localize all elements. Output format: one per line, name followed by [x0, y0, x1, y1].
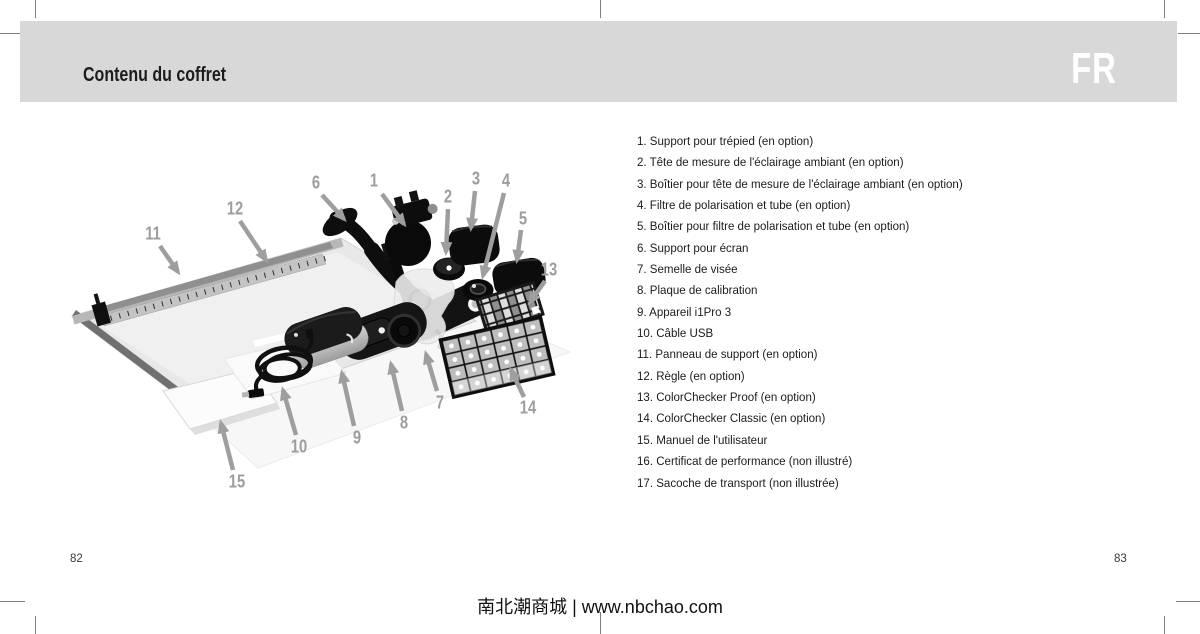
parts-list-item: 14. ColorChecker Classic (en option)	[637, 411, 826, 426]
callout-15: 15	[228, 471, 246, 492]
parts-list-item: 8. Plaque de calibration	[637, 283, 758, 298]
page-number-right: 83	[1114, 553, 1127, 565]
callout-14: 14	[519, 397, 537, 418]
parts-list-item: 5. Boîtier pour filtre de polarisation e…	[637, 219, 910, 234]
monitor-support-base	[405, 281, 493, 341]
section-header-bar: Contenu du coffret FR	[20, 21, 1177, 102]
callout-1: 1	[369, 170, 379, 191]
page-number-left: 82	[70, 553, 83, 565]
callout-10: 10	[290, 436, 308, 457]
item-13-colorchecker-proof	[475, 280, 545, 334]
crop-mark-bottom-right-h	[1176, 601, 1200, 602]
parts-list-item: 10. Câble USB	[637, 326, 714, 341]
callout-4: 4	[501, 170, 511, 191]
item-9-i1pro3-device	[284, 307, 369, 369]
crop-mark-top-left-v	[35, 0, 36, 18]
parts-list-item: 12. Règle (en option)	[637, 368, 745, 383]
crop-mark-top-center-v	[600, 0, 601, 18]
callout-7: 7	[435, 392, 445, 413]
parts-list-item: 13. ColorChecker Proof (en option)	[637, 390, 816, 405]
parts-list-item: 2. Tête de mesure de l'éclairage ambiant…	[637, 155, 904, 170]
item-8-calibration-plate	[339, 302, 427, 360]
parts-list-item: 7. Semelle de visée	[637, 262, 738, 277]
item-3-ambient-head-case	[448, 224, 500, 266]
item-4-polarisation-filter	[462, 279, 494, 301]
callout-12: 12	[226, 198, 244, 219]
callout-2: 2	[443, 186, 453, 207]
item-5-filter-case	[492, 257, 546, 297]
item-7-sighting-sole	[393, 268, 455, 350]
crop-mark-bottom-left-v	[35, 616, 36, 634]
parts-list: 1. Support pour trépied (en option) 2. T…	[637, 131, 963, 494]
item-12-ruler	[91, 242, 333, 327]
item-6-monitor-support-arm	[322, 207, 435, 311]
parts-list-item: 9. Appareil i1Pro 3	[637, 304, 732, 319]
parts-list-item: 1. Support pour trépied (en option)	[637, 134, 814, 148]
language-badge: FR	[1071, 44, 1117, 93]
table-sheet	[116, 292, 572, 469]
crop-mark-bottom-right-v	[1164, 616, 1165, 634]
parts-list-item: 3. Boîtier pour tête de mesure de l'écla…	[637, 176, 963, 191]
crop-mark-bottom-center-v	[600, 612, 601, 634]
crop-mark-top-right-v	[1164, 0, 1165, 18]
parts-list-item: 16. Certificat de performance (non illus…	[637, 454, 853, 469]
item-2-ambient-light-head	[433, 257, 465, 281]
callout-13: 13	[540, 259, 558, 280]
crop-mark-bottom-left-h	[0, 601, 25, 602]
item-1-tripod-holder	[385, 190, 438, 266]
crop-mark-top-right-h	[1178, 33, 1200, 34]
callout-3: 3	[471, 168, 481, 189]
callout-11: 11	[145, 223, 161, 244]
callout-5: 5	[518, 208, 528, 229]
parts-list-item: 17. Sacoche de transport (non illustrée)	[637, 475, 839, 490]
parts-list-item: 4. Filtre de polarisation et tube (en op…	[637, 198, 851, 213]
item-15-user-manual	[162, 368, 280, 435]
parts-list-item: 11. Panneau de support (en option)	[637, 347, 818, 362]
crop-mark-top-left-h	[0, 33, 25, 34]
parts-list-item: 6. Support pour écran	[637, 240, 749, 255]
item-11-support-panel	[70, 237, 478, 418]
page-title: Contenu du coffret	[83, 64, 227, 86]
item-10-usb-cable	[241, 328, 314, 399]
parts-list-item: 15. Manuel de l'utilisateur	[637, 432, 768, 447]
item-14-colorchecker-classic	[438, 314, 556, 400]
paper-pad	[223, 336, 347, 400]
callout-6: 6	[311, 172, 321, 193]
callout-8: 8	[399, 412, 409, 433]
watermark-text: 南北潮商城 | www.nbchao.com	[477, 597, 723, 617]
callout-9: 9	[352, 427, 362, 448]
support-riser	[381, 239, 414, 305]
